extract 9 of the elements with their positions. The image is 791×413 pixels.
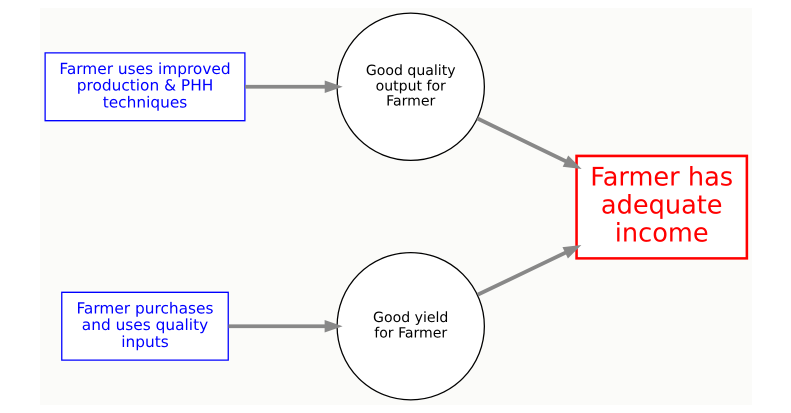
node-circle: Good yield for Farmer [336,252,484,400]
node-box: Farmer purchases and uses quality inputs [60,292,228,361]
arrow [228,320,342,333]
arrow [476,245,581,297]
node-box: Farmer has adequate income [574,154,748,260]
arrow [476,116,582,169]
node-circle: Good quality output for Farmer [336,12,484,162]
arrow [244,80,342,94]
node-box: Farmer uses improved production & PHH techniques [44,52,246,122]
